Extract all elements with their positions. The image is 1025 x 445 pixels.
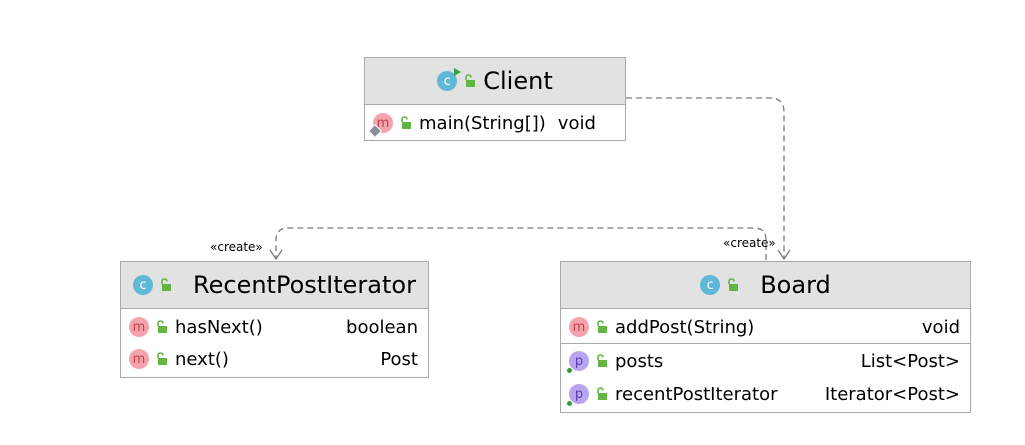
create-stereotype-right: «create»	[723, 236, 776, 250]
method-return-type: Post	[380, 348, 418, 370]
public-lock-icon	[597, 354, 607, 367]
property-icon: p	[567, 384, 589, 406]
method-icon: m	[129, 349, 149, 369]
public-lock-icon	[157, 352, 167, 365]
class-icon: c	[133, 275, 154, 295]
class-title: RecentPostIterator	[193, 271, 416, 299]
method-row[interactable]: m main(String[]) void	[365, 105, 625, 141]
field-type: List<Post>	[860, 350, 960, 372]
public-lock-icon	[465, 74, 476, 87]
method-name: addPost(String)	[615, 316, 755, 338]
field-row[interactable]: p posts List<Post>	[561, 343, 970, 378]
public-lock-icon	[728, 278, 739, 291]
client-class[interactable]: c Client m main(String[]) void	[364, 57, 626, 141]
method-name: main(String[])	[419, 112, 546, 134]
method-icon: m	[129, 317, 149, 337]
public-lock-icon	[597, 320, 607, 333]
method-name: next()	[175, 348, 229, 370]
field-type: Iterator<Post>	[824, 383, 960, 405]
public-lock-icon	[597, 387, 607, 400]
board-class[interactable]: c Board m addPost(String) void p posts L…	[560, 261, 971, 413]
method-return-type: void	[557, 112, 596, 134]
recent-post-iterator-class[interactable]: c RecentPostIterator m hasNext() boolean…	[120, 261, 429, 378]
public-lock-icon	[157, 320, 167, 333]
client-class-header: c Client	[365, 58, 625, 105]
class-title: Client	[483, 67, 553, 95]
method-row[interactable]: m hasNext() boolean	[121, 311, 428, 343]
property-icon: p	[567, 351, 589, 373]
method-icon: m	[569, 317, 589, 337]
recent-post-iterator-header: c RecentPostIterator	[121, 262, 428, 309]
public-lock-icon	[161, 278, 172, 291]
class-icon: c	[437, 68, 462, 91]
class-title: Board	[760, 271, 831, 299]
field-name: posts	[615, 350, 664, 372]
client-to-board-arrowhead	[777, 249, 791, 261]
create-stereotype-left: «create»	[210, 240, 263, 254]
field-row[interactable]: p recentPostIterator Iterator<Post>	[561, 378, 970, 410]
method-return-type: void	[921, 316, 960, 338]
public-lock-icon	[401, 116, 411, 129]
class-icon: c	[700, 275, 721, 295]
method-icon: m	[367, 113, 393, 139]
client-to-board-arrow	[626, 97, 785, 258]
board-to-iterator-arrowhead	[269, 249, 283, 261]
board-class-header: c Board	[561, 262, 970, 309]
method-row[interactable]: m addPost(String) void	[561, 311, 970, 343]
method-name: hasNext()	[175, 316, 263, 338]
method-row[interactable]: m next() Post	[121, 343, 428, 375]
field-name: recentPostIterator	[615, 383, 778, 405]
board-to-iterator-arrow	[275, 227, 767, 260]
runnable-icon	[454, 68, 462, 76]
method-return-type: boolean	[346, 316, 418, 338]
